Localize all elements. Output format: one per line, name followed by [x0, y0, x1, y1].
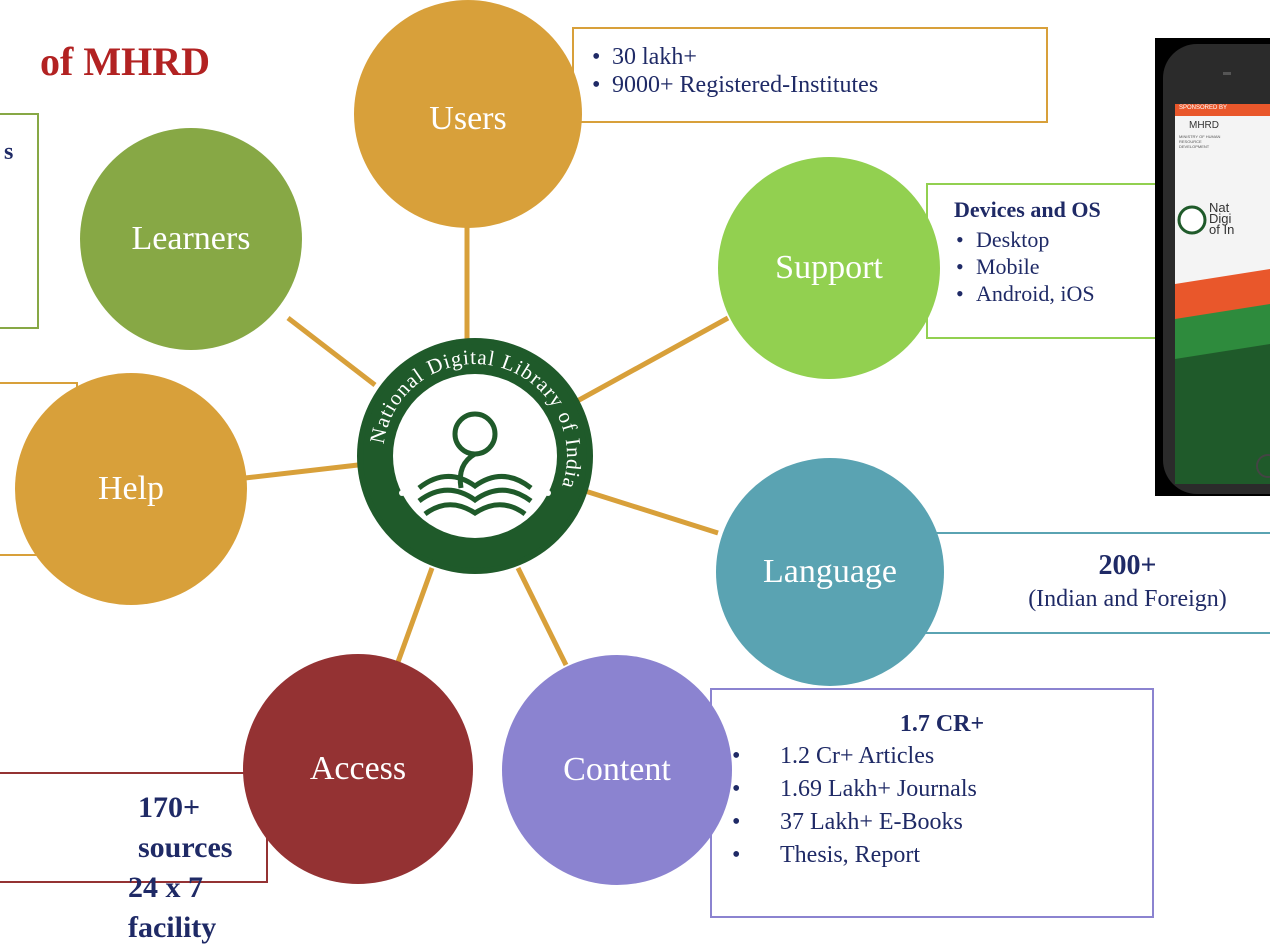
node-access: Access — [243, 654, 473, 884]
phone-home-button — [1256, 454, 1270, 478]
support-box: Devices and OS Desktop Mobile Android, i… — [926, 183, 1164, 339]
node-content-label: Content — [563, 751, 671, 788]
page-title: of MHRD — [40, 39, 210, 84]
support-heading: Devices and OS — [954, 197, 1101, 222]
language-detail: (Indian and Foreign) — [1028, 586, 1227, 612]
language-box: 200+ (Indian and Foreign) — [890, 532, 1270, 634]
support-item: Mobile — [954, 253, 1162, 280]
content-heading: 1.7 CR+ — [899, 711, 985, 737]
learners-box: s — [0, 113, 39, 329]
node-support: Support — [718, 157, 940, 379]
language-count: 200+ — [1098, 550, 1157, 581]
ndli-logo: National Digital Library of India — [357, 338, 593, 574]
node-support-label: Support — [775, 249, 883, 286]
node-language-label: Language — [762, 553, 898, 590]
node-learners-label: Learners — [131, 220, 251, 257]
phone-app-name: Digi — [1209, 211, 1232, 226]
access-facility: 24 x 7 facility — [128, 871, 217, 944]
support-item: Desktop — [954, 226, 1162, 253]
content-item: Thesis, Report — [730, 839, 1152, 872]
connector-content — [515, 566, 569, 667]
node-users-label: Users — [429, 100, 507, 137]
phone-speaker — [1223, 72, 1231, 75]
connector-lines — [244, 180, 730, 667]
content-item: 1.2 Cr+ Articles — [730, 740, 1152, 773]
node-language: Language — [716, 458, 944, 686]
phone-app-name: Nat — [1209, 200, 1230, 215]
content-item: 1.69 Lakh+ Journals — [730, 773, 1152, 806]
node-help: Help — [15, 373, 247, 605]
phone-screen: SPONSORED BY MHRD MINISTRY OF HUMAN RESO… — [1175, 104, 1270, 484]
users-item: 9000+ Registered-Institutes — [590, 71, 1046, 99]
connector-support — [568, 315, 730, 408]
phone-artwork — [1175, 205, 1270, 484]
node-learners: Learners — [80, 128, 302, 350]
content-box: 1.7 CR+ 1.2 Cr+ Articles 1.69 Lakh+ Jour… — [710, 688, 1154, 918]
connector-learners — [286, 316, 377, 387]
content-item: 37 Lakh+ E-Books — [730, 806, 1152, 839]
access-sources: 170+ sources — [138, 791, 233, 864]
phone-sponsor-text: SPONSORED BY — [1179, 105, 1228, 111]
users-box: 30 lakh+ 9000+ Registered-Institutes — [572, 27, 1048, 123]
users-item: 30 lakh+ — [590, 43, 1046, 71]
node-help-label: Help — [97, 470, 165, 507]
phone-mockup: SPONSORED BY MHRD MINISTRY OF HUMAN RESO… — [1155, 38, 1270, 496]
phone-ministry-sub: MINISTRY OF HUMAN RESOURCE DEVELOPMENT — [1179, 134, 1221, 149]
learners-box-heading: s — [4, 139, 14, 165]
support-item: Android, iOS — [954, 280, 1162, 307]
node-access-label: Access — [309, 750, 407, 787]
phone-body: SPONSORED BY MHRD MINISTRY OF HUMAN RESO… — [1163, 44, 1270, 494]
connector-language — [581, 487, 719, 536]
access-box: 170+ sources 24 x 7 facility — [0, 772, 268, 944]
node-content: Content — [502, 655, 732, 885]
ndli-logo-graphic: National Digital Library of India — [363, 344, 587, 568]
connector-access — [395, 567, 435, 663]
connector-help — [244, 462, 359, 481]
node-users: Users — [354, 0, 582, 228]
phone-app-name: of In — [1209, 222, 1235, 237]
phone-ministry: MHRD — [1189, 120, 1219, 131]
